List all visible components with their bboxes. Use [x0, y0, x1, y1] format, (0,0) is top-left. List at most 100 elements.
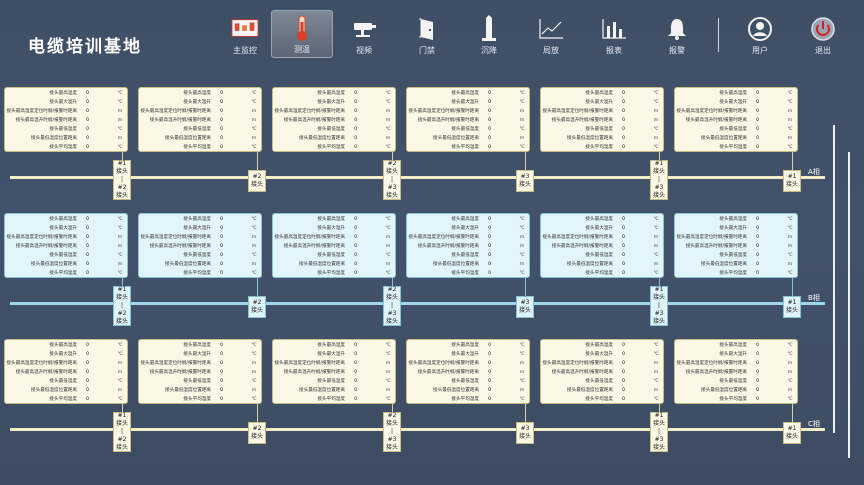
joint-label: 接头 [652, 294, 665, 301]
card-row-value: 0 [488, 100, 491, 105]
nav-settlement[interactable]: 沉降 [458, 10, 520, 58]
card-row-value: 0 [622, 136, 625, 141]
nav-report[interactable]: 报表 [583, 10, 645, 58]
nav-temperature[interactable]: 测温 [271, 10, 333, 58]
card-row-unit: m [653, 118, 659, 123]
thermometer-icon [288, 15, 316, 41]
card-row-label: 接头平均温度 [719, 397, 747, 402]
card-row-label: 接头平均温度 [317, 145, 345, 150]
card-row-label: 接头最高温度定位时纲/报警时距离 [676, 361, 747, 366]
nav-user[interactable]: 用户 [729, 10, 791, 58]
user-icon [746, 16, 774, 42]
card-row-unit: m [787, 244, 793, 249]
card-row-value: 0 [756, 91, 759, 96]
card-row-label: 接头最高温度定位时纲/报警时距离 [6, 109, 77, 114]
card-row-label: 接头最高温度定位时纲/报警时距离 [6, 361, 77, 366]
card-row-value: 0 [488, 91, 491, 96]
card-row-label: 接头平均温度 [585, 271, 613, 276]
card-row-label: 接头最低温度 [719, 253, 747, 258]
joint-connector [792, 152, 793, 176]
card-row-unit: ℃ [653, 343, 659, 348]
card-row-value: 0 [86, 145, 89, 150]
card-row-label: 接头最高温度定位时纲/报警时距离 [408, 361, 479, 366]
card-row-label: 接头最大温升 [317, 226, 345, 231]
joint-connector [257, 152, 258, 176]
nav-partial-discharge[interactable]: 局放 [520, 10, 582, 58]
nav-label: 报警 [669, 46, 685, 55]
card-row-value: 0 [354, 100, 357, 105]
card-row-value: 0 [622, 226, 625, 231]
card-row-unit: ℃ [787, 253, 793, 258]
nav-alarm[interactable]: 报警 [646, 10, 708, 58]
nav-access-control[interactable]: 门禁 [396, 10, 458, 58]
card-row-unit: ℃ [117, 226, 123, 231]
card-row-unit: ℃ [519, 397, 525, 402]
card-row-unit: ℃ [653, 271, 659, 276]
card-row-value: 0 [220, 253, 223, 258]
card-row-label: 接头最高温升时纲/报警时距离 [283, 370, 345, 375]
card-row-label: 接头最高温度 [317, 343, 345, 348]
card-row-value: 0 [622, 388, 625, 393]
card-row-label: 接头最低温度位置距离 [299, 136, 345, 141]
card-row-value: 0 [86, 388, 89, 393]
nav-main-monitor[interactable]: 主监控 [214, 10, 276, 58]
card-row-value: 0 [354, 118, 357, 123]
card-row-value: 0 [86, 397, 89, 402]
card-row-label: 接头最低温度 [317, 253, 345, 258]
card-row-unit: m [385, 235, 391, 240]
camera-icon [350, 16, 378, 42]
card-row-value: 0 [488, 109, 491, 114]
nav-video[interactable]: 视频 [333, 10, 395, 58]
card-row-label: 接头最高温度 [49, 343, 77, 348]
card-row-value: 0 [756, 388, 759, 393]
card-row-unit: ℃ [251, 100, 257, 105]
card-row-value: 0 [220, 262, 223, 267]
card-row-value: 0 [488, 388, 491, 393]
nav-logout[interactable]: 退出 [792, 10, 854, 58]
